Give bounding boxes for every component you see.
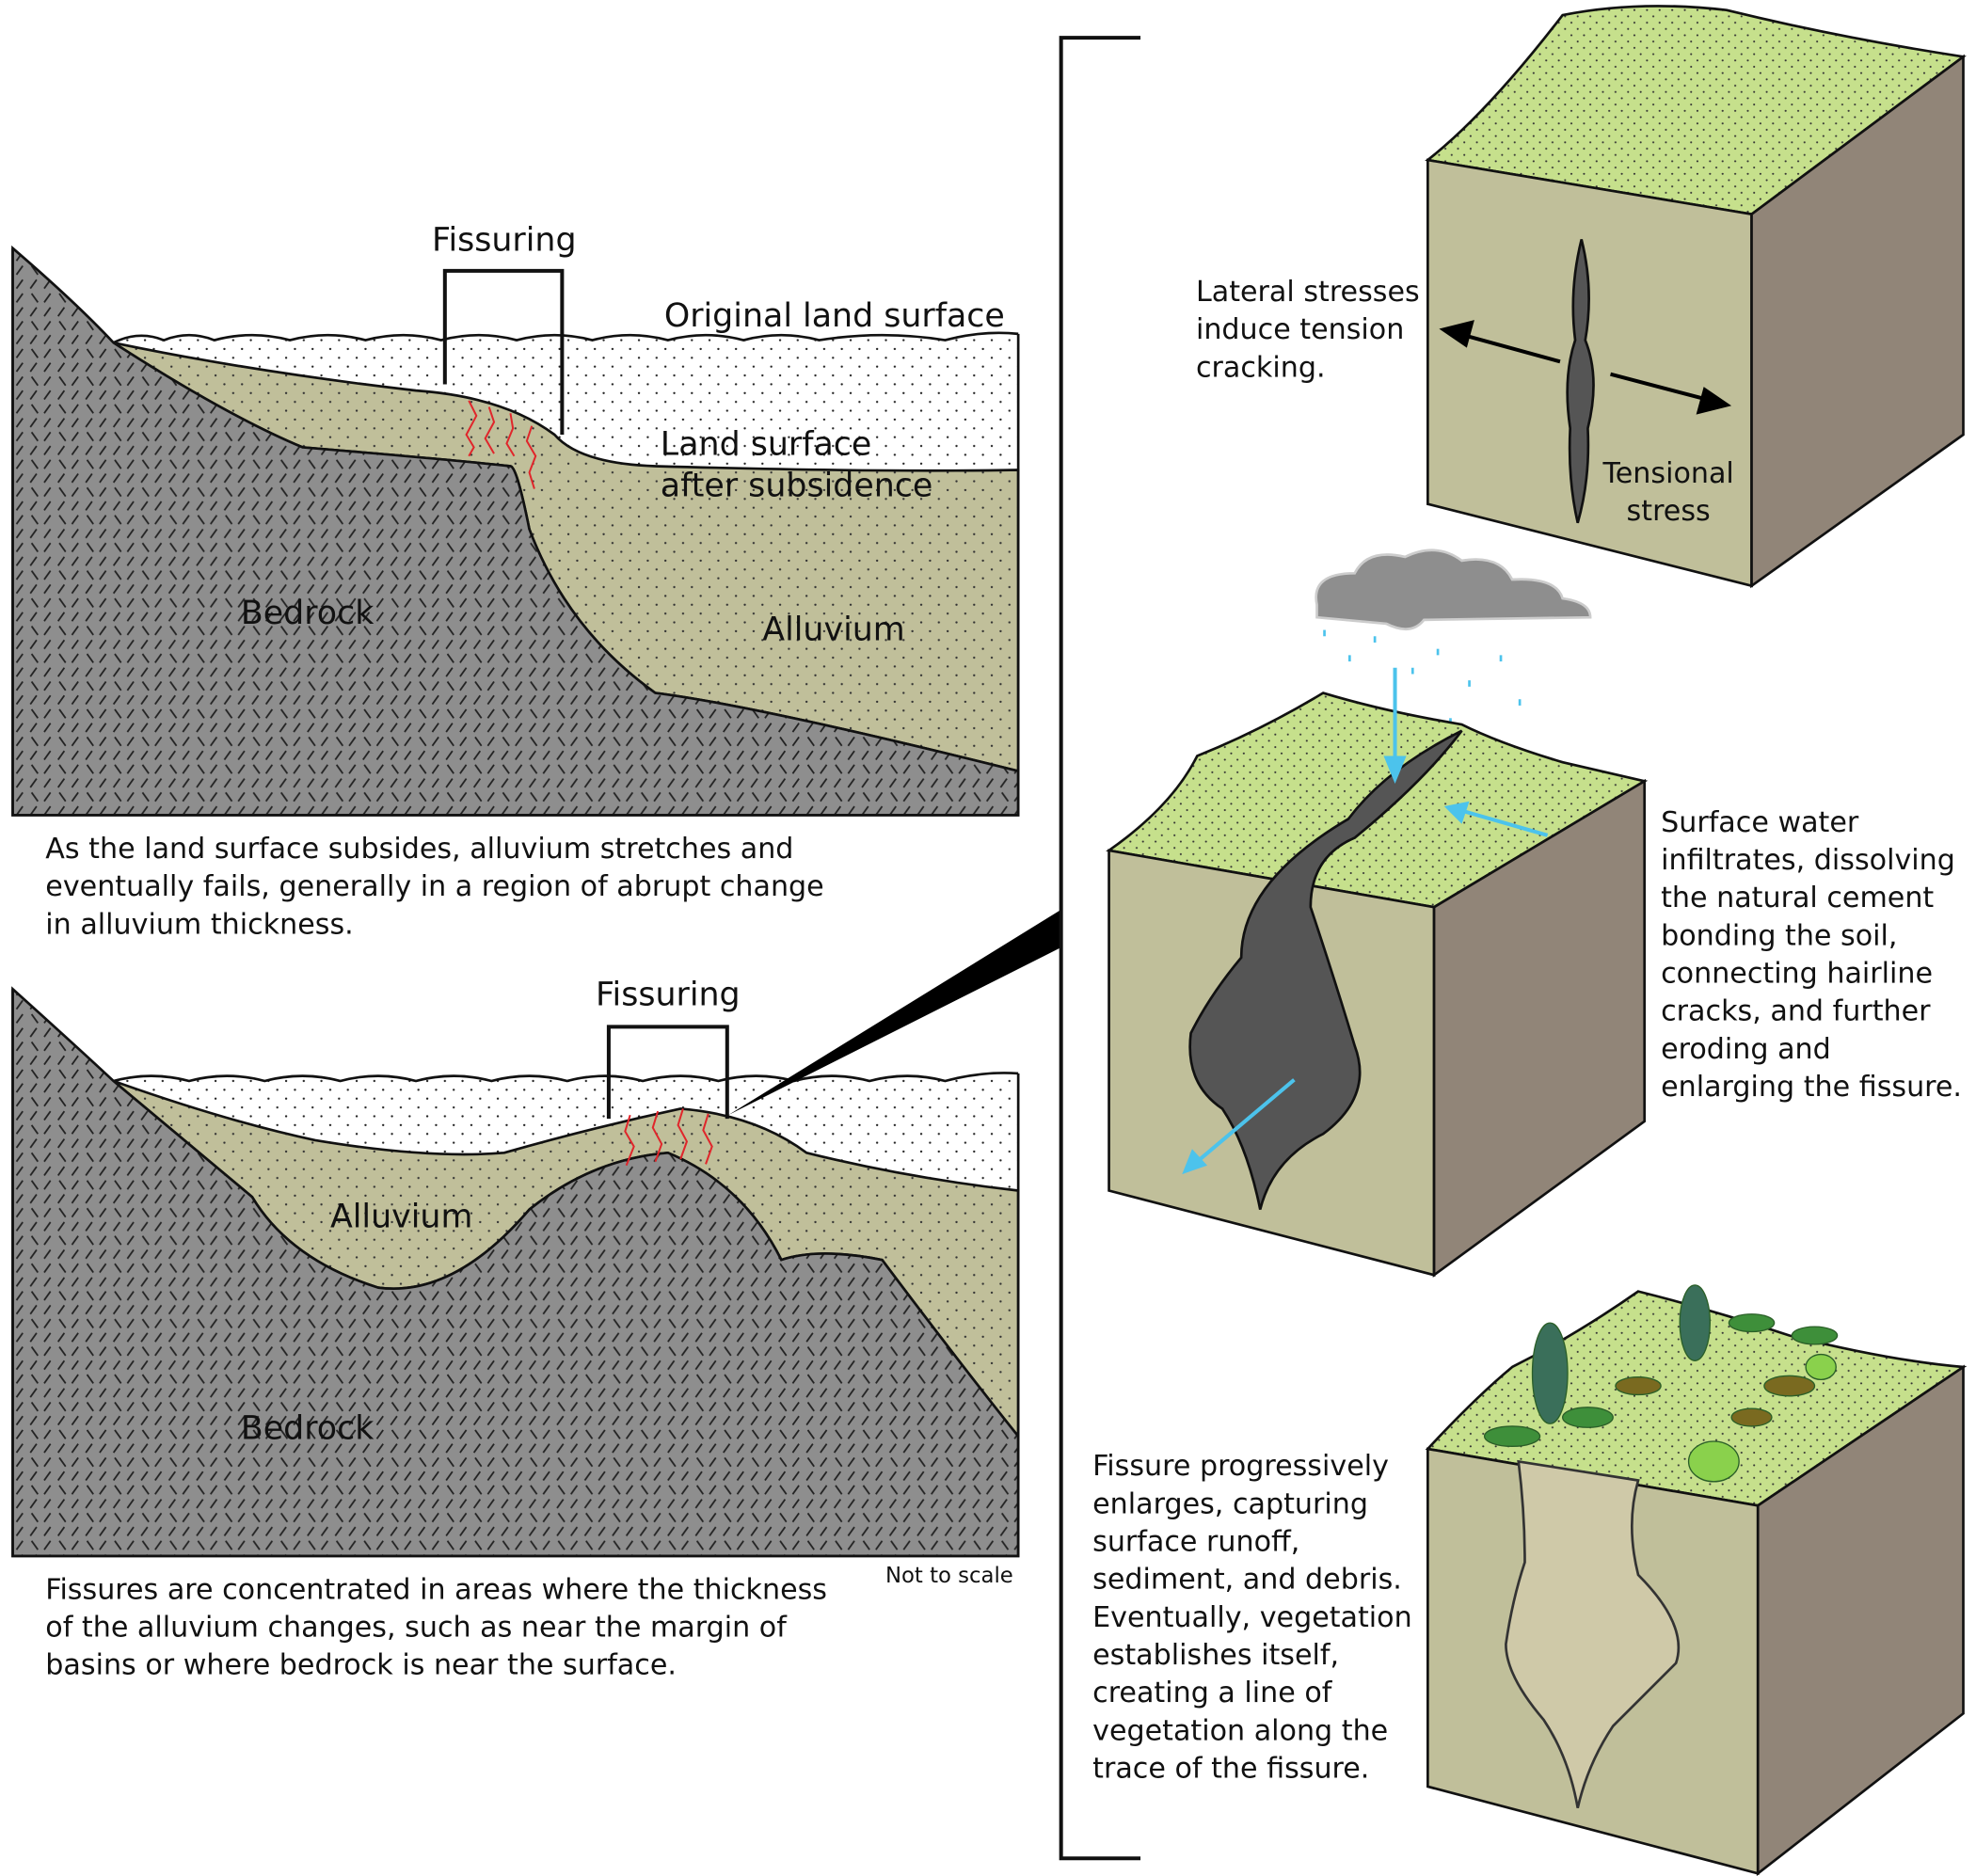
caption-top: As the land surface subsides, alluvium s… (45, 833, 823, 941)
block-vegetation: Fissure progressively enlarges, capturin… (1092, 1284, 1968, 1876)
filled-fissure (1505, 1459, 1681, 1808)
block2-text: Surface water infiltrates, dissolving th… (1661, 806, 1962, 1104)
svg-text:enlarges, capturing: enlarges, capturing (1092, 1487, 1368, 1520)
block-water-infiltration: Surface water infiltrates, dissolving th… (1106, 548, 1962, 1278)
fissure-cavity (1188, 729, 1463, 1210)
svg-text:Tensional: Tensional (1602, 457, 1733, 490)
svg-text:connecting hairline: connecting hairline (1661, 958, 1933, 991)
svg-text:Eventually, vegetation: Eventually, vegetation (1092, 1601, 1412, 1634)
svg-text:stress: stress (1627, 495, 1711, 528)
block3-text: Fissure progressively enlarges, capturin… (1092, 1450, 1412, 1785)
svg-text:the natural cement: the natural cement (1661, 882, 1934, 914)
bedrock-layer (11, 986, 1020, 1558)
svg-text:sediment, and debris.: sediment, and debris. (1092, 1564, 1402, 1597)
svg-text:induce tension: induce tension (1196, 313, 1404, 346)
svg-text:Lateral stresses: Lateral stresses (1196, 276, 1420, 309)
svg-text:creating a line of: creating a line of (1092, 1677, 1333, 1709)
alluvium-label: Alluvium (762, 611, 904, 648)
svg-text:eventually fails, generally in: eventually fails, generally in a region … (45, 870, 823, 903)
caption-bottom: Fissures are concentrated in areas where… (45, 1573, 827, 1681)
svg-text:cracking.: cracking. (1196, 351, 1326, 384)
cross-section-bottom: Fissuring Alluvium Bedrock Not to scale … (11, 977, 1020, 1682)
not-to-scale-note: Not to scale (885, 1564, 1013, 1588)
bracket (1059, 36, 1141, 1861)
svg-text:trace of the fissure.: trace of the fissure. (1092, 1753, 1369, 1786)
after-subsidence-label-2: after subsidence (661, 468, 933, 505)
rain-cloud-icon (1304, 548, 1592, 750)
svg-text:eroding and: eroding and (1661, 1033, 1831, 1066)
arrow-right-icon (1610, 372, 1732, 415)
svg-text:Surface water: Surface water (1661, 806, 1859, 839)
original-surface-label: Original land surface (664, 297, 1005, 335)
fissuring-bracket (606, 1025, 729, 1120)
svg-text:bonding the soil,: bonding the soil, (1661, 919, 1897, 952)
water-arrow-down-icon (1383, 667, 1407, 784)
alluvium-label: Alluvium (330, 1198, 472, 1235)
svg-text:infiltrates, dissolving: infiltrates, dissolving (1661, 844, 1955, 877)
svg-text:of the alluvium changes, such: of the alluvium changes, such as near th… (45, 1612, 788, 1645)
water-arrow-left-icon (1443, 801, 1549, 837)
svg-text:establishes itself,: establishes itself, (1092, 1639, 1339, 1672)
after-subsidence-label-1: Land surface (661, 425, 872, 463)
vegetation-icons (1483, 1284, 1839, 1483)
tension-crack (1566, 239, 1595, 524)
svg-text:in alluvium thickness.: in alluvium thickness. (45, 908, 353, 941)
crack-lines (624, 1108, 713, 1167)
fissuring-label: Fissuring (432, 221, 577, 259)
svg-text:enlarging the fissure.: enlarging the fissure. (1661, 1071, 1962, 1104)
svg-text:Fissures are concentrated in a: Fissures are concentrated in areas where… (45, 1573, 827, 1606)
svg-text:vegetation along the: vegetation along the (1092, 1714, 1388, 1747)
bedrock-label: Bedrock (241, 595, 374, 632)
arrow-left-icon (1439, 320, 1561, 364)
water-arrow-out-icon (1182, 1078, 1296, 1175)
block1-left-text: Lateral stresses induce tension cracking… (1196, 276, 1420, 384)
cross-section-top: Fissuring Original land surface Land sur… (11, 221, 1020, 941)
block-tension-cracking: Lateral stresses induce tension cracking… (1196, 5, 1967, 589)
tensional-stress-label: Tensional stress (1602, 457, 1733, 528)
fissuring-bracket (442, 268, 565, 436)
fissuring-label: Fissuring (596, 977, 741, 1014)
svg-text:As the land surface subsides,: As the land surface subsides, alluvium s… (45, 833, 793, 866)
crack-lines (465, 400, 537, 489)
bedrock-label: Bedrock (241, 1409, 374, 1447)
svg-text:Fissure progressively: Fissure progressively (1092, 1450, 1389, 1483)
bedrock-layer (11, 245, 1020, 817)
svg-text:basins or where bedrock is nea: basins or where bedrock is near the surf… (45, 1649, 677, 1682)
svg-text:cracks, and further: cracks, and further (1661, 995, 1931, 1028)
svg-text:surface runoff,: surface runoff, (1092, 1525, 1299, 1558)
